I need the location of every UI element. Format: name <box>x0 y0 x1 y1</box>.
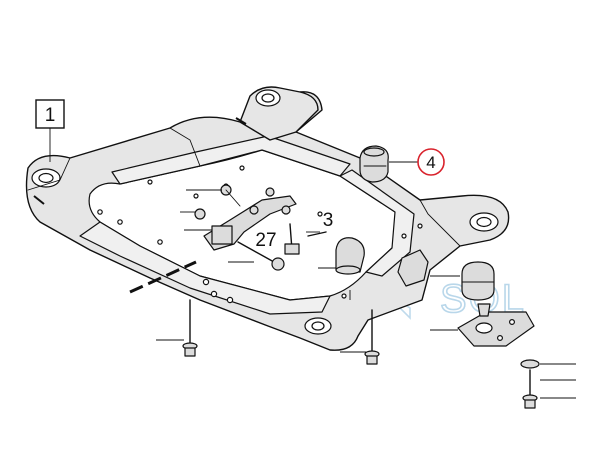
center-bolts <box>237 223 327 271</box>
mount-bushing-4 <box>359 145 389 183</box>
right-rail-inner <box>339 169 415 277</box>
bushing-block <box>211 225 233 245</box>
nut-icon <box>194 208 206 220</box>
rubber-stop <box>335 237 365 275</box>
rear-crossmember <box>111 135 351 185</box>
callout-1-box <box>35 99 65 129</box>
rubber-stop-body <box>335 237 365 273</box>
detached-mount-assembly <box>457 261 535 347</box>
right-rail-mount-pad <box>397 249 429 287</box>
washer-icon <box>520 359 540 369</box>
section-cut-line <box>33 117 247 294</box>
callout-4: 4 <box>417 148 445 176</box>
callout-3-label: 3 <box>323 210 334 231</box>
callout-4-label: 4 <box>426 153 435 172</box>
callout-27-label: 27 <box>255 230 276 251</box>
callout-4-circle <box>417 148 445 176</box>
long-bolt-icon <box>237 241 275 263</box>
bolt-27-head-icon <box>284 243 300 255</box>
bolt-3-icon <box>307 231 327 237</box>
leader-lines <box>49 128 576 399</box>
left-bolt-head-icon <box>184 347 196 357</box>
subframe <box>25 86 510 351</box>
vertical-bolts <box>182 299 540 409</box>
left-rail-inner <box>79 221 331 315</box>
link-bracket-assembly <box>194 184 297 251</box>
callout-1: 1 <box>35 99 65 129</box>
callout-1-label: 1 <box>45 105 56 126</box>
right-bolt-head-icon <box>524 399 536 409</box>
detached-bushing <box>461 261 495 301</box>
middle-bolt-head-icon <box>366 355 378 365</box>
